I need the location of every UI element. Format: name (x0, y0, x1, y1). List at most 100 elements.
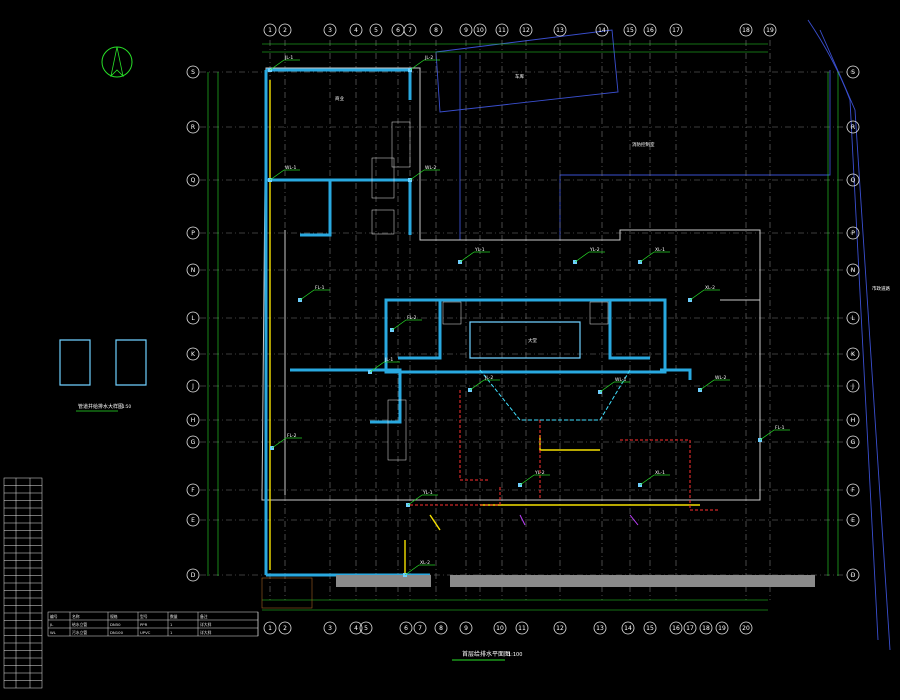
detail-scale: 1:50 (122, 404, 131, 409)
legend-cell: WL (50, 630, 57, 635)
axis-label-right: J (851, 383, 854, 390)
axis-bubble-right (846, 347, 860, 361)
axis-bubble-bottom (263, 621, 277, 635)
axis-label-top: 6 (396, 27, 400, 34)
axis-label-bottom: 5 (364, 625, 368, 632)
axis-bubble-top (553, 23, 567, 37)
axis-label-right: G (851, 439, 856, 446)
road-label: 市政道路 (872, 285, 890, 292)
ground-strip (261, 575, 815, 609)
riser-label: YL-1 (474, 247, 485, 253)
axis-bubble-left (186, 435, 200, 449)
riser-tag: XL-2 (688, 285, 720, 302)
axis-label-bottom: 20 (742, 625, 750, 632)
legend-cell: JL (49, 622, 54, 627)
legend-header: 型号 (140, 614, 148, 619)
axis-bubble-right (846, 568, 860, 582)
axis-label-top: 11 (498, 27, 506, 34)
axis-label-bottom: 1 (268, 625, 272, 632)
axis-label-bottom: 9 (464, 625, 468, 632)
drawing-scale: 1:100 (508, 652, 522, 658)
axis-bubble-bottom (459, 621, 473, 635)
axis-bubble-left (186, 173, 200, 187)
riser-tag: JL-1 (368, 357, 400, 374)
axis-bubble-top (473, 23, 487, 37)
riser-tag: FL-2 (390, 315, 422, 332)
axis-label-bottom: 10 (496, 625, 504, 632)
axis-label-bottom: 8 (439, 625, 443, 632)
axis-bubble-bottom (413, 621, 427, 635)
riser-label: FL-2 (407, 315, 417, 321)
axis-bubble-left (186, 311, 200, 325)
riser-label: FL-1 (775, 425, 785, 431)
axis-bubble-left (186, 379, 200, 393)
riser-label: XL-2 (705, 285, 715, 291)
axis-label-bottom: 14 (624, 625, 632, 632)
axis-bubble-top (403, 23, 417, 37)
grid-lines-horizontal (200, 71, 855, 576)
axis-label-top: 4 (354, 27, 358, 34)
vent-pipes (479, 369, 639, 526)
riser-label: YL-2 (589, 247, 600, 253)
detail-title: 管道井给排水大样图 (78, 403, 123, 410)
riser-label: JL-1 (284, 55, 293, 61)
axis-bubble-left (186, 413, 200, 427)
building-outline (261, 67, 761, 501)
riser-tag: JL-1 (268, 55, 300, 72)
axis-label-left: R (191, 124, 195, 131)
legend-cell: UPVC (140, 630, 151, 635)
axis-label-bottom: 11 (518, 625, 526, 632)
riser-label: XL-1 (655, 247, 665, 253)
axis-label-left: J (191, 383, 194, 390)
axis-label-top: 13 (556, 27, 564, 34)
axis-bubble-top (369, 23, 383, 37)
riser-label: FL-1 (315, 285, 325, 291)
axis-bubble-left (186, 568, 200, 582)
riser-label: XL-1 (655, 470, 665, 476)
riser-tag: YL-1 (406, 490, 438, 507)
axis-label-left: Q (191, 177, 196, 184)
axis-bubble-top (429, 23, 443, 37)
axis-bubble-bottom (715, 621, 729, 635)
legend-cell: DN50 (110, 622, 121, 627)
riser-tag: WL-2 (408, 165, 440, 182)
axis-bubble-right (846, 435, 860, 449)
axis-label-top: 17 (672, 27, 680, 34)
legend-cell: 1 (170, 630, 173, 635)
riser-label: WL-1 (615, 377, 627, 383)
riser-label: FL-2 (287, 433, 297, 439)
legend-cell: 给水立管 (72, 622, 87, 627)
axis-label-top: 19 (766, 27, 774, 34)
axis-label-right: P (851, 230, 855, 237)
axis-bubble-right (846, 120, 860, 134)
axis-bubble-left (186, 120, 200, 134)
axis-label-bottom: 2 (283, 625, 287, 632)
axis-label-right: F (851, 487, 855, 494)
axis-bubble-left (186, 347, 200, 361)
riser-tag: FL-2 (270, 433, 302, 450)
axis-label-right: Q (851, 177, 856, 184)
axis-label-bottom: 4 (354, 625, 358, 632)
legend-header: 规格 (110, 614, 118, 619)
axis-label-left: P (191, 230, 195, 237)
axis-bubble-bottom (359, 621, 373, 635)
axis-label-right: N (851, 267, 856, 274)
axis-label-top: 3 (328, 27, 332, 34)
axis-label-bottom: 18 (702, 625, 710, 632)
axis-bubble-bottom (593, 621, 607, 635)
axis-bubble-bottom (278, 621, 292, 635)
axis-label-top: 7 (408, 27, 412, 34)
axis-label-bottom: 6 (404, 625, 408, 632)
riser-tag: YL-2 (518, 470, 550, 487)
axis-bubble-bottom (323, 621, 337, 635)
legend-cell: DN100 (110, 630, 124, 635)
axis-label-bottom: 7 (418, 625, 422, 632)
legend-cell: 详大样 (200, 622, 212, 627)
axis-bubble-right (846, 263, 860, 277)
axis-bubble-left (186, 263, 200, 277)
axis-label-right: E (851, 517, 855, 524)
axis-label-top: 1 (268, 27, 272, 34)
legend-cell: 详大样 (200, 630, 212, 635)
axis-bubble-top (643, 23, 657, 37)
